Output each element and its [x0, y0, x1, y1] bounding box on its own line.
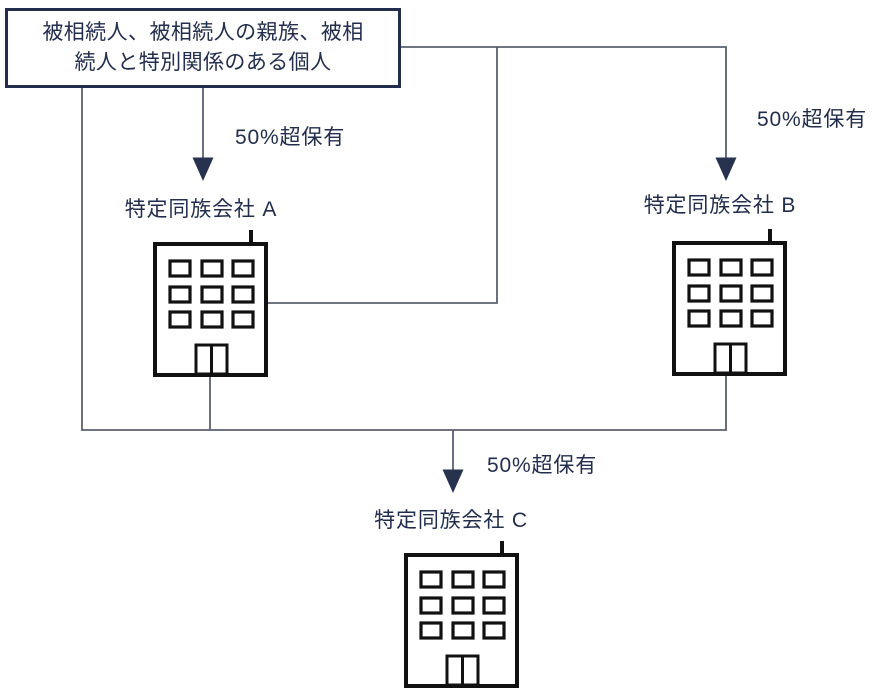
arrowhead-company-b	[715, 157, 737, 181]
arrowhead-company-c	[442, 469, 464, 493]
company-b-label: 特定同族会社 B	[643, 194, 797, 217]
owners-group-box: 被相続人、被相続人の親族、被相 続人と特別関係のある個人	[5, 8, 401, 88]
owners-joint-holding-line	[81, 88, 727, 431]
arrowheads	[192, 157, 737, 493]
connector-lines	[81, 46, 727, 471]
company-a-label: 特定同族会社 A	[124, 198, 278, 221]
owners-to-company-b-line	[401, 46, 727, 159]
building-a-icon	[153, 228, 268, 377]
building-b-icon	[672, 227, 787, 376]
arrowhead-company-a	[192, 157, 214, 181]
buildings	[153, 227, 787, 688]
company-c-label: 特定同族会社 C	[374, 509, 528, 532]
building-c-icon	[404, 539, 519, 688]
ownership-percentage-label-a: 50%超保有	[235, 126, 346, 149]
company-a-branch-line	[266, 47, 498, 304]
ownership-percentage-label-b: 50%超保有	[757, 108, 868, 131]
ownership-percentage-label-c: 50%超保有	[487, 454, 598, 477]
